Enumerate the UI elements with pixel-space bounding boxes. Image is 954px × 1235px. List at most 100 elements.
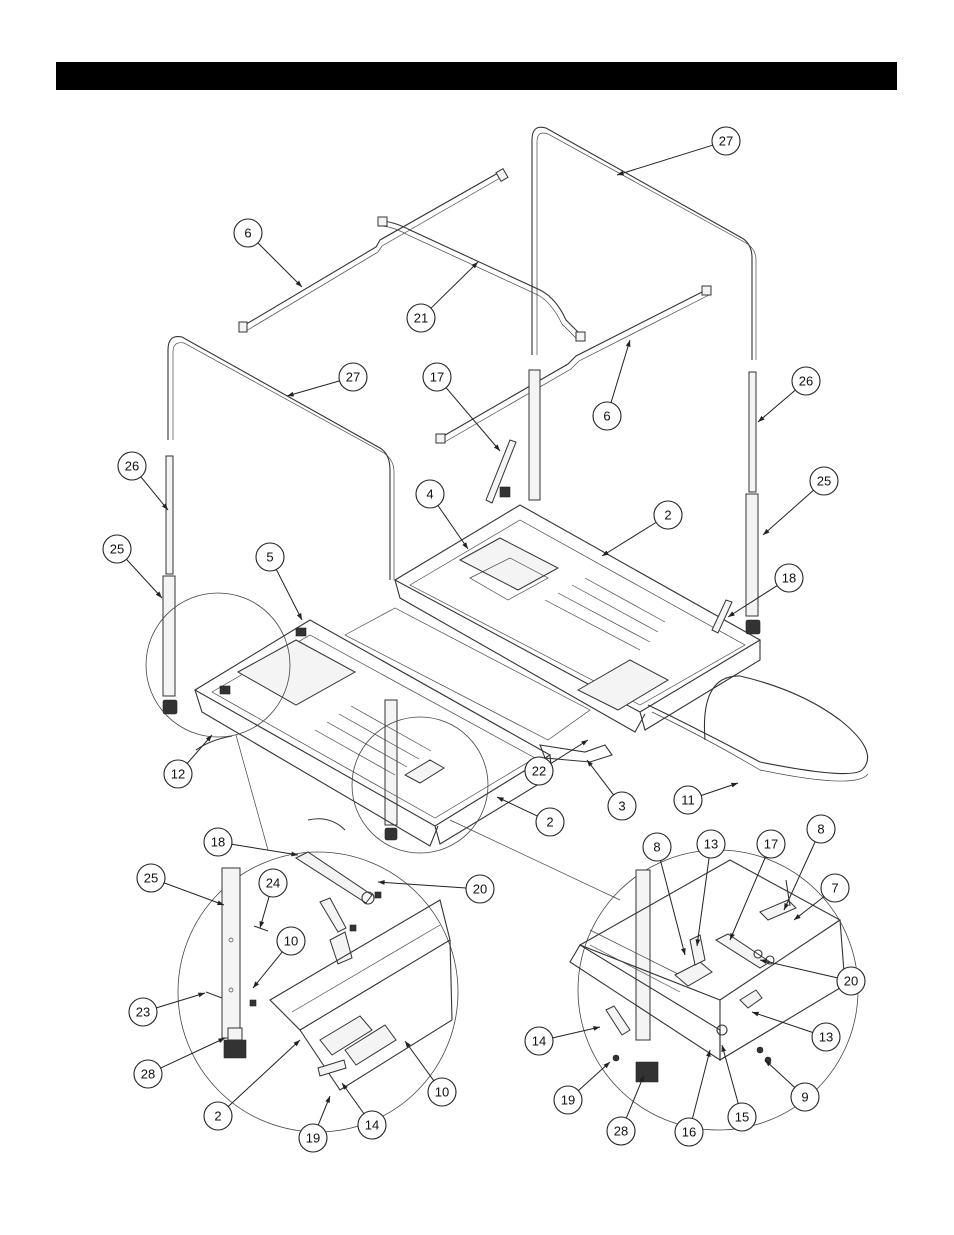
leader-arrow <box>260 921 265 928</box>
callout-15: 15 <box>721 1045 756 1131</box>
callout-label: 28 <box>614 1124 628 1139</box>
callout-label: 7 <box>831 881 838 896</box>
leader-line <box>697 858 709 946</box>
leader-line <box>611 340 630 403</box>
tube-26-right <box>749 372 756 492</box>
callout-label: 8 <box>653 840 660 855</box>
cord-11 <box>648 676 868 774</box>
callout-2: 2 <box>602 501 682 556</box>
callout-7: 7 <box>794 874 849 920</box>
callout-label: 23 <box>136 1005 150 1020</box>
leader-line <box>405 1041 434 1081</box>
leader-line <box>258 243 302 287</box>
tube-25-detail <box>222 868 240 1038</box>
callout-6: 6 <box>234 219 302 287</box>
callout-16: 16 <box>675 1050 711 1146</box>
leader-line <box>287 381 340 396</box>
callout-24: 24 <box>259 869 287 928</box>
callout-28: 28 <box>607 1075 644 1145</box>
leader-line <box>232 844 298 855</box>
leader-line <box>276 569 302 620</box>
tub-2-rear <box>395 505 760 712</box>
callout-6: 6 <box>593 340 630 430</box>
leader-line <box>431 262 478 308</box>
callout-label: 24 <box>266 876 280 891</box>
callout-23: 23 <box>129 993 205 1026</box>
callout-label: 20 <box>473 882 487 897</box>
callout-label: 19 <box>561 1093 575 1108</box>
rail-6-left <box>243 173 498 326</box>
leader-line <box>602 522 656 556</box>
leader-line <box>784 842 815 910</box>
callout-label: 8 <box>817 822 824 837</box>
leader-line <box>752 1012 813 1033</box>
rail-6-right <box>440 290 706 438</box>
leader-arrow <box>287 392 294 397</box>
leader-line <box>763 490 814 535</box>
callout-label: 4 <box>426 487 433 502</box>
callout-label: 14 <box>532 1034 546 1049</box>
callout-19: 19 <box>554 1062 610 1114</box>
callout-label: 16 <box>682 1125 696 1140</box>
callout-label: 27 <box>346 370 360 385</box>
leader-arrow <box>731 783 738 788</box>
leader-line <box>126 559 162 598</box>
callout-label: 26 <box>125 459 139 474</box>
callout-label: 13 <box>819 1030 833 1045</box>
callout-13: 13 <box>696 830 725 946</box>
leader-arrow <box>297 613 302 620</box>
callout-27: 27 <box>287 363 367 396</box>
callout-label: 10 <box>284 934 298 949</box>
bow-27-right <box>532 127 752 360</box>
leader-line <box>553 1027 600 1038</box>
callout-label: 17 <box>764 837 778 852</box>
callout-label: 20 <box>844 974 858 989</box>
callout-label: 18 <box>211 835 225 850</box>
callout-label: 2 <box>546 815 553 830</box>
leader-line <box>438 506 468 549</box>
callout-27: 27 <box>617 127 740 175</box>
callout-label: 6 <box>603 409 610 424</box>
callout-11: 11 <box>674 783 738 814</box>
callout-26: 26 <box>758 367 820 422</box>
callout-10: 10 <box>253 927 305 988</box>
leader-line <box>692 1050 710 1118</box>
leader-arrow <box>752 1012 759 1017</box>
leader-line <box>497 797 537 816</box>
tube-25-right <box>746 494 758 616</box>
callout-2: 2 <box>204 1040 300 1130</box>
leader-line <box>156 993 205 1008</box>
callout-label: 27 <box>719 134 733 149</box>
callout-18: 18 <box>204 828 298 856</box>
leader-line <box>253 952 282 988</box>
callout-25: 25 <box>137 864 224 905</box>
callout-label: 25 <box>144 871 158 886</box>
callout-label: 18 <box>782 571 796 586</box>
leader-arrow <box>198 993 205 998</box>
tube-25-detail-right <box>636 870 650 1040</box>
floor-plate-4 <box>460 538 558 590</box>
leader-line <box>661 861 685 955</box>
callout-label: 14 <box>365 1118 379 1133</box>
tub-hardware <box>220 440 732 783</box>
callout-26: 26 <box>118 452 168 510</box>
callout-label: 25 <box>817 474 831 489</box>
leader-line <box>758 390 795 422</box>
tube-26-left <box>166 456 173 574</box>
leader-arrow <box>462 542 468 549</box>
callout-10: 10 <box>405 1041 456 1106</box>
callout-label: 6 <box>244 226 251 241</box>
callout-label: 28 <box>141 1067 155 1082</box>
leader-line <box>617 145 713 175</box>
leader-arrow <box>681 948 686 955</box>
callout-label: 2 <box>214 1109 221 1124</box>
callout-4: 4 <box>416 480 468 549</box>
callout-label: 12 <box>171 767 185 782</box>
callout-label: 22 <box>532 764 546 779</box>
callout-label: 21 <box>414 311 428 326</box>
callout-label: 19 <box>306 1131 320 1146</box>
tube-25-left <box>163 576 175 696</box>
callout-label: 5 <box>266 550 273 565</box>
callout-label: 15 <box>735 1110 749 1125</box>
callout-label: 13 <box>704 837 718 852</box>
